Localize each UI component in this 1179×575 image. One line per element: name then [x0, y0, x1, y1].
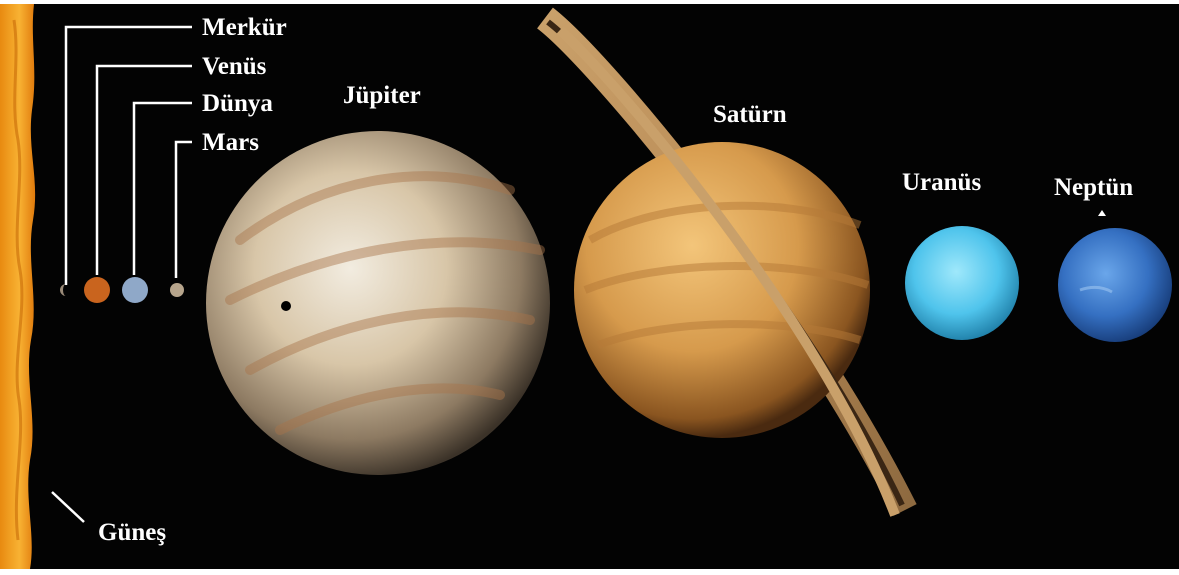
- venus-planet: [84, 277, 110, 303]
- sun-label: Güneş: [98, 519, 166, 546]
- jupiter-planet: [206, 131, 550, 475]
- uranus-planet: [905, 226, 1019, 340]
- earth-label: Dünya: [202, 90, 273, 117]
- mars-planet: [170, 283, 184, 297]
- saturn-planet: [574, 142, 870, 438]
- earth-planet: [122, 277, 148, 303]
- mars-label: Mars: [202, 129, 259, 156]
- venus-label: Venüs: [202, 53, 267, 80]
- mercury-label: Merkür: [202, 14, 287, 41]
- saturn-label: Satürn: [713, 101, 787, 128]
- neptune-label: Neptün: [1054, 174, 1133, 201]
- jupiter-label: Jüpiter: [343, 82, 421, 109]
- uranus-label: Uranüs: [902, 169, 981, 196]
